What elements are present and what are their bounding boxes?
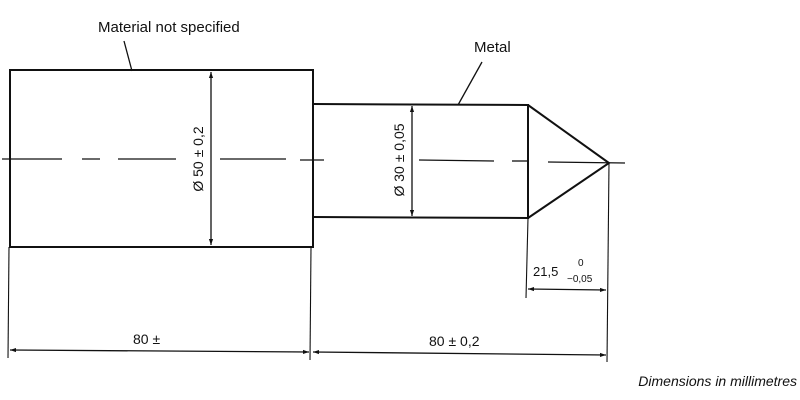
large-length-value: 80 ±	[133, 331, 160, 347]
extension-lines	[7, 162, 610, 363]
cone-lower-tolerance: −0,05	[567, 274, 593, 285]
label-material-not-specified: Material not specified	[98, 19, 240, 36]
large-diameter-value: Ø 50 ± 0,2	[190, 126, 206, 191]
units-note: Dimensions in millimetres	[638, 373, 797, 389]
cone-length-dimension-line	[527, 286, 607, 293]
cone-tip	[527, 104, 611, 219]
small-length-value: 80 ± 0,2	[429, 333, 480, 349]
large-cylinder	[9, 69, 314, 248]
leader-line-small	[457, 61, 483, 106]
leader-line-large	[123, 40, 133, 72]
small-diameter-value: Ø 30 ± 0,05	[391, 123, 407, 196]
cone-length-value: 21,5	[533, 264, 558, 279]
label-metal: Metal	[474, 39, 511, 56]
large-length-dimension-line	[9, 347, 310, 355]
small-cylinder	[312, 103, 529, 220]
cone-upper-tolerance: 0	[578, 258, 584, 269]
small-length-dimension-line	[312, 349, 607, 358]
